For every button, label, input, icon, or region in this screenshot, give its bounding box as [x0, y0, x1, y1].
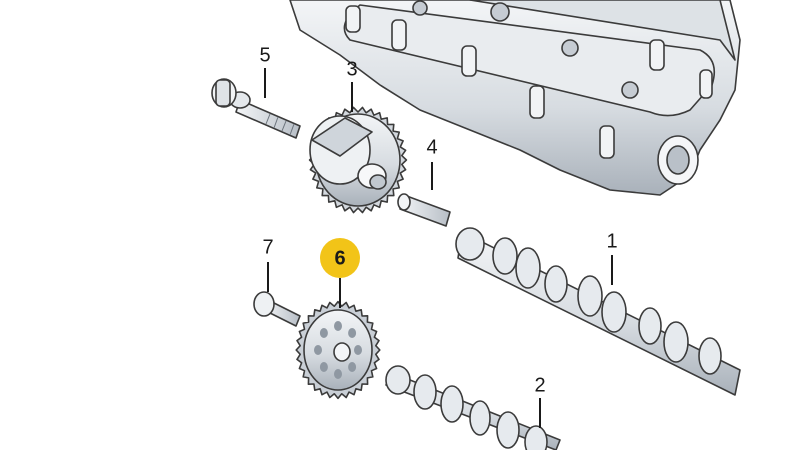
sprocket-hole — [319, 362, 328, 372]
sprocket-hole — [334, 369, 342, 379]
sprocket-hole — [314, 345, 322, 355]
callouts: 5 3 4 1 7 6 2 — [259, 44, 617, 396]
sprocket-hole — [354, 345, 362, 355]
sprocket-hole — [334, 321, 342, 331]
callout-4: 4 — [426, 136, 437, 158]
leader-lines — [264, 68, 613, 428]
camshaft-sprocket — [295, 300, 381, 400]
sprocket-hole — [348, 362, 357, 372]
callout-2: 2 — [534, 374, 545, 396]
dowel-pin — [397, 193, 451, 227]
camshaft-lower — [385, 365, 561, 450]
bolt-bottom — [253, 291, 301, 327]
highlight-badge — [320, 238, 360, 278]
bolt-top — [211, 78, 301, 139]
sprocket-hole — [319, 328, 328, 338]
camshaft-housing — [289, 0, 741, 196]
camshaft-adjuster-gear — [308, 106, 408, 214]
callout-7: 7 — [262, 236, 273, 258]
callout-5: 5 — [259, 44, 270, 66]
callout-6: 6 — [334, 247, 345, 269]
callout-3: 3 — [346, 58, 357, 80]
callout-1: 1 — [606, 230, 617, 252]
camshaft-upper — [455, 227, 741, 396]
sprocket-hole — [348, 328, 357, 338]
